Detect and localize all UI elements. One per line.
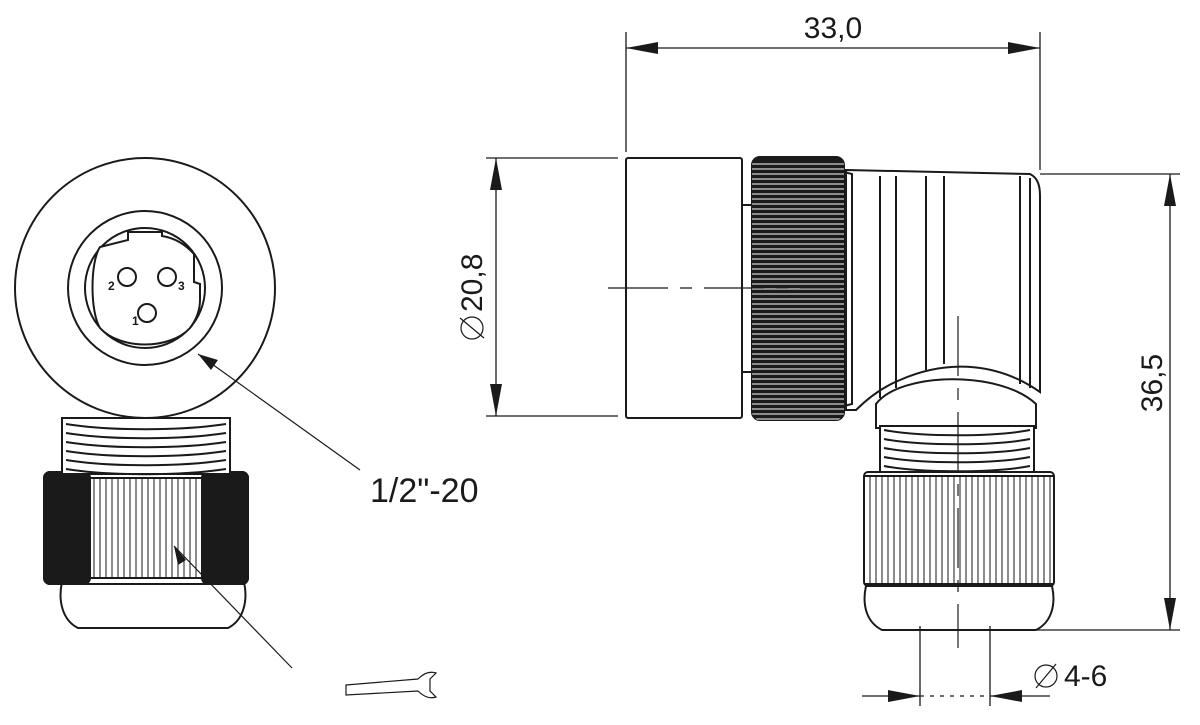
diameter-icon — [1034, 663, 1058, 689]
thread-turn — [65, 441, 227, 449]
thread-turn — [883, 438, 1031, 446]
side-coupling-knurl — [751, 156, 853, 421]
pin-2-contact — [117, 267, 137, 287]
front-insert — [91, 231, 201, 346]
dimension-diameter: 20,8 — [456, 157, 618, 417]
pin-1-label: 1 — [132, 314, 139, 328]
front-gland-cap — [59, 581, 247, 629]
thread-turn — [65, 450, 227, 458]
diameter-icon — [459, 316, 485, 340]
diameter-value: 20,8 — [456, 254, 489, 312]
side-neck — [875, 378, 1037, 429]
front-clamp-nut — [43, 471, 249, 585]
front-face-outer — [67, 210, 223, 366]
thread-turn — [883, 447, 1031, 455]
pin-3-contact — [157, 267, 177, 287]
width-value: 33,0 — [804, 12, 862, 45]
cable-range-value: 4-6 — [1064, 660, 1107, 693]
dimension-cable: 4-6 — [862, 626, 1107, 706]
thread-turn — [883, 456, 1031, 464]
front-thread — [61, 417, 231, 476]
height-value: 36,5 — [1136, 354, 1169, 412]
front-face-inner — [84, 227, 206, 349]
front-view: 1 2 3 1/2"-20 — [14, 157, 478, 699]
side-gland-cap — [863, 585, 1055, 631]
thread-turn — [65, 432, 227, 440]
thread-turn — [65, 468, 227, 476]
pin-2-label: 2 — [108, 279, 115, 293]
thread-turn — [883, 429, 1031, 437]
thread-turn — [65, 459, 227, 467]
side-thread — [879, 425, 1035, 473]
side-clamp-nut — [863, 471, 1055, 587]
thread-turn — [65, 423, 227, 431]
wrench-icon — [345, 671, 438, 699]
pin-1-contact — [137, 303, 157, 323]
dimension-height: 36,5 — [1036, 173, 1180, 631]
thread-size-label: 1/2"-20 — [370, 472, 478, 510]
side-view: 33,0 20,8 36,5 — [456, 12, 1180, 706]
dimension-width: 33,0 — [625, 12, 1041, 170]
pin-3-label: 3 — [178, 279, 185, 293]
